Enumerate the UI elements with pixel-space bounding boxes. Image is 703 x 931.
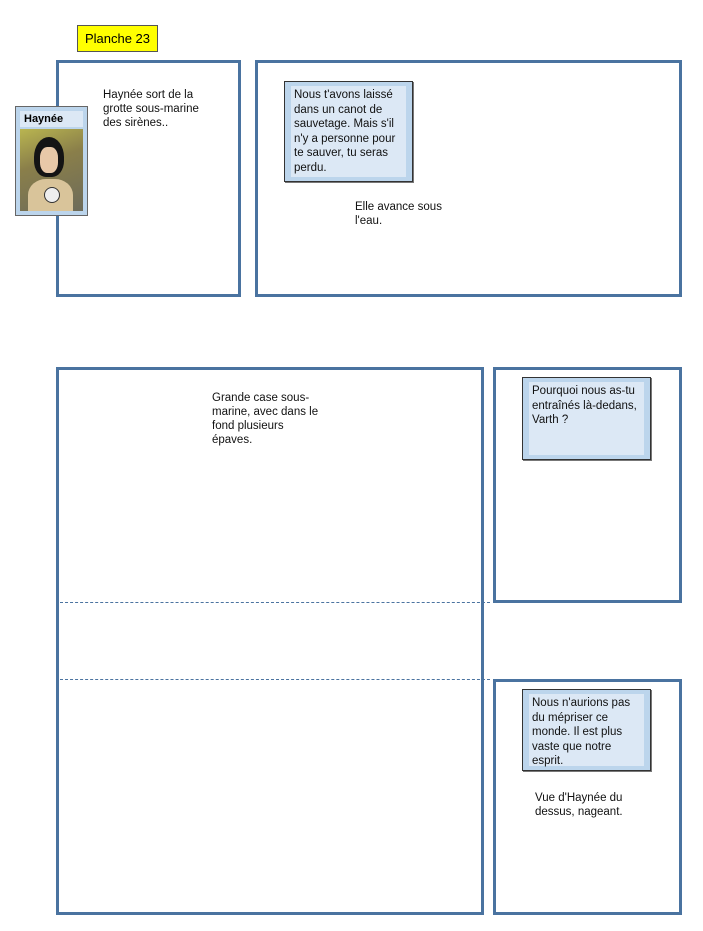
cut-line <box>60 679 490 680</box>
bubble-text: Pourquoi nous as-tu entraînés là-dedans,… <box>529 382 644 455</box>
page-label: Planche 23 <box>77 25 158 52</box>
panel-3 <box>56 367 484 915</box>
character-name: Haynée <box>20 111 83 127</box>
character-portrait <box>20 129 83 211</box>
character-card: Haynée <box>15 106 88 216</box>
speech-bubble: Pourquoi nous as-tu entraînés là-dedans,… <box>522 377 651 460</box>
cut-line <box>60 602 490 603</box>
speech-bubble: Nous n'aurions pas du mépriser ce monde.… <box>522 689 651 771</box>
panel-1-caption: Haynée sort de la grotte sous-marine des… <box>103 89 199 129</box>
bubble-text: Nous n'aurions pas du mépriser ce monde.… <box>529 694 644 767</box>
panel-2-caption: Elle avance sous l'eau. <box>355 201 442 227</box>
bubble-text: Nous t'avons laissé dans un canot de sau… <box>291 86 406 177</box>
speech-bubble: Nous t'avons laissé dans un canot de sau… <box>284 81 413 182</box>
panel-5-caption: Vue d'Haynée du dessus, nageant. <box>535 792 623 818</box>
panel-3-caption: Grande case sous-marine, avec dans le fo… <box>212 392 319 446</box>
